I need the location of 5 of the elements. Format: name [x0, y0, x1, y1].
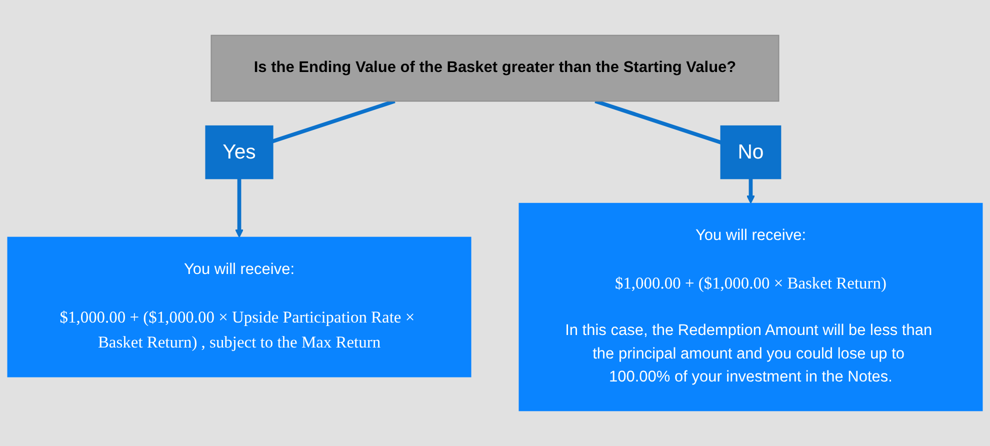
- node-box: You will receive: $1,000.00 + ($1,000.00 × Upside Participation Rate × Basket Return) , subject to the Max Return: [7, 236, 472, 378]
- node-box: You will receive: $1,000.00 + ($1,000.00 × Basket Return) In this case, the Redemption Amount will be less than the principal amount and you could lose up to 100.00% of your investment in the Notes.: [518, 202, 983, 412]
- edge-label: No: [738, 140, 764, 164]
- edge-label: Yes: [222, 140, 256, 164]
- node-box: Is the Ending Value of the Basket greater than the Starting Value?: [210, 34, 780, 102]
